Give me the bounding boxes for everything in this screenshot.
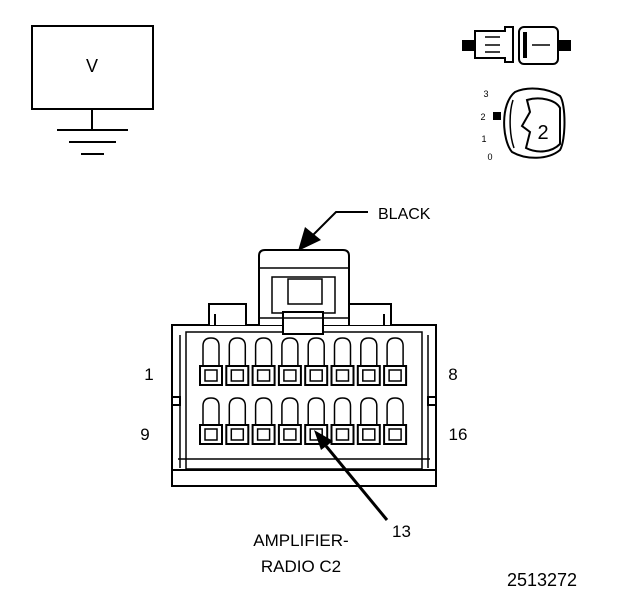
highlight-pin-number: 13 (392, 522, 411, 541)
pin-label-9: 9 (140, 425, 149, 444)
cavity (330, 397, 355, 445)
ignition-position-1: 1 (481, 134, 486, 144)
pin-label-1: 1 (144, 365, 153, 384)
arrow-icon (314, 430, 333, 450)
pin-label-16: 16 (449, 425, 468, 444)
pin-label-8: 8 (448, 365, 457, 384)
voltmeter-symbol: V (86, 56, 98, 76)
cavity (199, 337, 223, 386)
connector-name-line2: RADIO C2 (261, 557, 341, 576)
ignition-position-3: 3 (483, 89, 488, 99)
cavity (330, 337, 355, 386)
cavity (251, 337, 276, 386)
cavity (277, 397, 302, 445)
ignition-position-2: 2 (480, 112, 485, 122)
cavity (383, 337, 408, 386)
cavity (356, 337, 381, 386)
ignition-switch: 3 2 1 0 2 (480, 87, 566, 162)
cavity (356, 397, 381, 445)
arrow-icon (298, 227, 321, 251)
ignition-key-icon (493, 87, 566, 159)
disconnect-icon (462, 26, 571, 65)
cavity (277, 337, 302, 386)
pin-callout: 13 (314, 430, 411, 541)
cavity (199, 397, 223, 445)
color-callout: BLACK (298, 206, 431, 251)
cavity (383, 397, 408, 445)
cavity (225, 397, 250, 445)
ground-icon (57, 109, 128, 155)
ignition-position-0: 0 (487, 152, 492, 162)
connector-name-line1: AMPLIFIER- (253, 531, 348, 550)
cavity (225, 337, 250, 386)
connector-color-label: BLACK (378, 206, 431, 223)
cavity (304, 337, 329, 386)
cavity (251, 397, 276, 445)
voltmeter: V (31, 25, 154, 155)
ignition-selected-position: 2 (537, 122, 548, 144)
figure-id: 2513272 (507, 570, 577, 590)
